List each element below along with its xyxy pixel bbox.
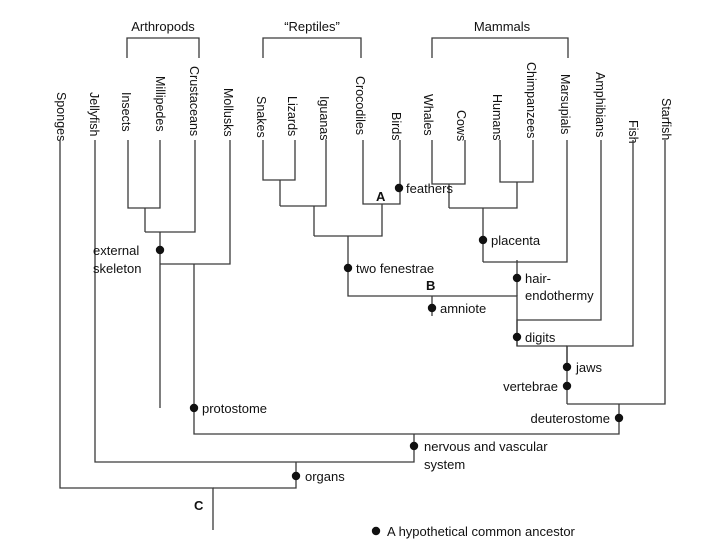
trait-organs: organs: [305, 469, 345, 484]
trait-deuterostome: deuterostome: [531, 411, 611, 426]
dot-hair-endothermy: [512, 273, 522, 283]
trait-amniote: amniote: [440, 301, 486, 316]
trait-system: system: [424, 457, 465, 472]
dot-placenta: [478, 235, 488, 245]
taxon-mollusks: Mollusks: [221, 88, 235, 137]
branch-starfish: [567, 140, 666, 405]
taxon-amphibians: Amphibians: [593, 72, 607, 137]
trait-digits: digits: [525, 330, 556, 345]
taxon-crustaceans: Crustaceans: [187, 66, 201, 136]
marker-b: B: [426, 278, 435, 293]
taxon-whales: Whales: [421, 94, 435, 136]
taxon-birds: Birds: [389, 112, 403, 140]
branch-archosaur: [314, 204, 383, 237]
taxon-millipedes: Millipedes: [153, 76, 167, 132]
taxon-fish: Fish: [626, 120, 640, 144]
dot-two-fenestrae: [343, 263, 353, 273]
branch-two-fenestrae: [347, 278, 432, 297]
trait-skeleton: skeleton: [93, 261, 141, 276]
marker-a: A: [376, 189, 386, 204]
dot-deuterostome: [614, 413, 624, 423]
taxon-iguanas: Iguanas: [317, 96, 331, 140]
taxon-marsupials: Marsupials: [558, 74, 572, 134]
branch-snakes-lizards: [262, 140, 296, 181]
dot-digits: [512, 332, 522, 342]
dot-protostome: [189, 403, 199, 413]
taxon-snakes: Snakes: [254, 96, 268, 138]
trait-labels: feathers external skeleton placenta two …: [93, 181, 610, 484]
taxon-sponges: Sponges: [54, 92, 68, 141]
branch-jellyfish: [94, 140, 415, 463]
taxon-humans: Humans: [490, 94, 504, 141]
taxon-starfish: Starfish: [659, 98, 673, 140]
dot-nervous-system: [409, 441, 419, 451]
branch-whales-cows: [431, 140, 466, 185]
tree-branches: [59, 140, 666, 530]
taxon-lizards: Lizards: [285, 96, 299, 136]
branch-placental-inner: [449, 182, 518, 209]
branch-humans-chimps: [499, 140, 534, 183]
trait-endothermy: endothermy: [525, 288, 594, 303]
branch-mollusks: [160, 140, 231, 265]
dot-amniote: [427, 303, 437, 313]
trait-jaws: jaws: [575, 360, 603, 375]
dot-vertebrae: [562, 381, 572, 391]
branch-insects-millipedes: [127, 140, 161, 209]
branch-organs-stem: [213, 476, 297, 489]
taxon-chimpanzees: Chimpanzees: [524, 62, 538, 138]
dot-external-skeleton: [155, 245, 165, 255]
trait-placenta: placenta: [491, 233, 541, 248]
ancestor-dots: [155, 183, 624, 481]
taxon-cows: Cows: [454, 110, 468, 141]
trait-hair: hair-: [525, 271, 551, 286]
mammals-bracket: [431, 37, 569, 58]
branch-fish: [566, 140, 634, 386]
branch-nervous-split: [193, 408, 620, 435]
trait-feathers: feathers: [406, 181, 453, 196]
taxon-crocodiles: Crocodiles: [353, 76, 367, 135]
branch-digits: [516, 320, 567, 347]
dot-organs: [291, 471, 301, 481]
dot-feathers: [394, 183, 404, 193]
taxon-jellyfish: Jellyfish: [87, 92, 101, 137]
group-mammals: Mammals: [474, 19, 531, 34]
trait-nervous-vascular: nervous and vascular: [424, 439, 548, 454]
branch-crocodiles-birds: [362, 140, 401, 205]
trait-vertebrae: vertebrae: [503, 379, 558, 394]
trait-two-fenestrae: two fenestrae: [356, 261, 434, 276]
taxon-labels: Sponges Jellyfish Insects Millipedes Cru…: [54, 62, 673, 144]
legend-text: A hypothetical common ancestor: [387, 524, 576, 539]
group-brackets: [126, 37, 569, 58]
group-arthropods: Arthropods: [131, 19, 195, 34]
branch-marsupials: [483, 140, 568, 263]
branch-sponges: [59, 140, 214, 530]
trait-protostome: protostome: [202, 401, 267, 416]
reptiles-bracket: [262, 37, 362, 58]
marker-c: C: [194, 498, 204, 513]
arthropods-bracket: [126, 37, 200, 58]
group-reptiles: “Reptiles”: [284, 19, 340, 34]
branch-iguanas: [280, 140, 327, 207]
taxon-insects: Insects: [119, 92, 133, 132]
trait-external: external: [93, 243, 139, 258]
branch-crustaceans: [145, 140, 196, 233]
legend-dot: [371, 526, 381, 536]
dot-jaws: [562, 362, 572, 372]
